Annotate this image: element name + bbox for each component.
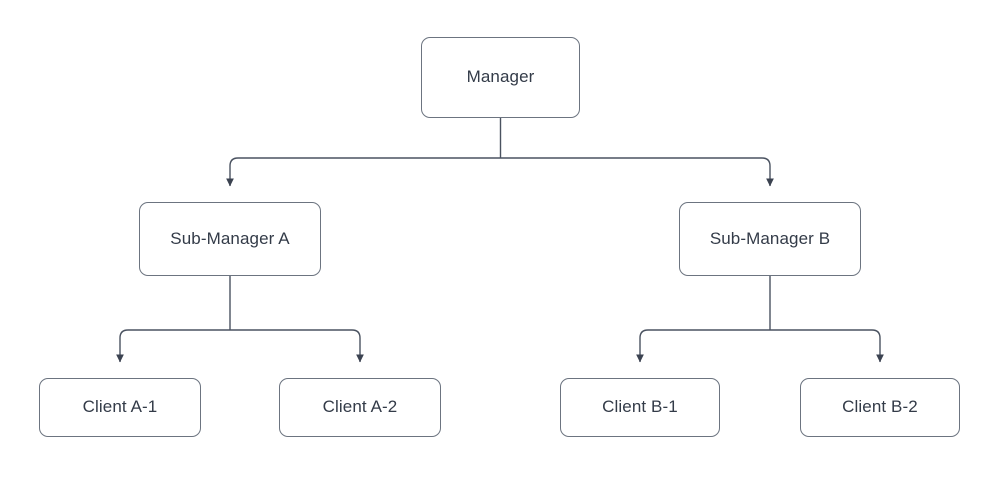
edge-manager-to-sub-manager-b <box>500 157 774 187</box>
edge-manager-to-sub-manager-a <box>226 157 501 187</box>
node-manager[interactable]: Manager <box>421 37 580 118</box>
edge-sub-manager-b-to-client-b-1 <box>636 329 770 363</box>
node-client-a-2[interactable]: Client A-2 <box>279 378 441 437</box>
node-client-a-1-label: Client A-1 <box>82 397 158 417</box>
node-sub-manager-b[interactable]: Sub-Manager B <box>679 202 861 276</box>
node-client-b-1-label: Client B-1 <box>602 397 678 417</box>
node-sub-manager-b-label: Sub-Manager B <box>709 228 831 248</box>
node-client-a-1[interactable]: Client A-1 <box>39 378 201 437</box>
node-client-a-2-label: Client A-2 <box>322 397 398 417</box>
edge-sub-manager-a-to-client-a-2 <box>230 329 364 363</box>
node-manager-label: Manager <box>466 67 535 87</box>
node-client-b-1[interactable]: Client B-1 <box>560 378 720 437</box>
node-client-b-2[interactable]: Client B-2 <box>800 378 960 437</box>
edge-sub-manager-b-to-client-b-2 <box>770 329 884 363</box>
node-sub-manager-a-label: Sub-Manager A <box>170 228 290 248</box>
node-client-b-2-label: Client B-2 <box>842 397 918 417</box>
edge-sub-manager-a-to-client-a-1 <box>116 329 230 363</box>
node-sub-manager-a[interactable]: Sub-Manager A <box>139 202 321 276</box>
